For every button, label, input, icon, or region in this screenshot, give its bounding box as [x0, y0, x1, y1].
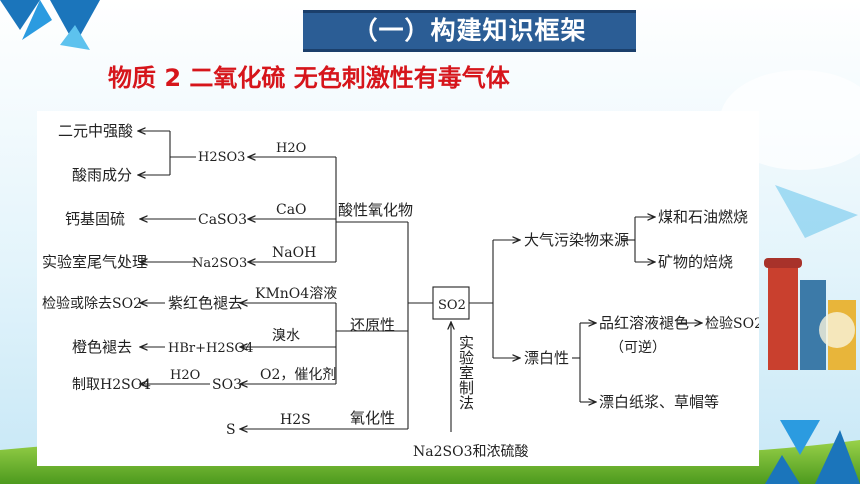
product-caso3: CaSO3: [198, 212, 247, 228]
pollution-label: 大气污染物来源: [524, 231, 629, 249]
reagent-h2o-2: H2O: [170, 368, 200, 383]
acid-oxide-label: 酸性氧化物: [338, 201, 413, 219]
pulp-label: 漂白纸浆、草帽等: [599, 393, 719, 411]
lab-prep-label: 实验室制法: [457, 335, 475, 410]
page-title: （一）构建知识框架: [303, 10, 636, 52]
ore-label: 矿物的焙烧: [658, 253, 733, 271]
reagent-kmno4: KMnO4溶液: [255, 286, 337, 302]
make-h2so4-label: 制取H2SO4: [72, 377, 151, 393]
product-hbr: HBr+H2SO4: [168, 341, 253, 356]
tail-gas-label: 实验室尾气处理: [42, 253, 147, 271]
pinred-label: 品红溶液褪色: [599, 314, 689, 332]
reagent-naoh: NaOH: [272, 245, 316, 261]
corner-triangles-icon: [765, 420, 860, 484]
strong-acid-label: 二元中强酸: [58, 122, 133, 140]
test-so2-label: 检验SO2: [705, 316, 759, 332]
product-s: S: [226, 422, 236, 438]
test-remove-label: 检验或除去SO2: [42, 296, 142, 312]
reagent-h2o: H2O: [276, 141, 306, 156]
page-subtitle: 物质 2 二氧化硫 无色刺激性有毒气体: [108, 64, 510, 92]
calcium-sulfur-label: 钙基固硫: [65, 210, 125, 228]
lab-reagents-label: Na2SO3和浓硫酸: [413, 444, 528, 460]
reagent-h2s: H2S: [280, 412, 311, 428]
reducing-label: 还原性: [350, 316, 395, 334]
diagram-panel: SO2 酸性氧化物 还原性 氧化性 Na2SO3和浓硫酸 实验室制法 H2O C…: [37, 111, 763, 466]
logo-triangles-icon: [0, 0, 100, 50]
oxidizing-label: 氧化性: [350, 409, 395, 427]
product-so3: SO3: [212, 377, 242, 393]
reagent-cao: CaO: [276, 202, 307, 218]
orange-fade-label: 橙色褪去: [72, 338, 132, 356]
purple-fade-label: 紫红色褪去: [168, 294, 243, 312]
bleach-label: 漂白性: [524, 349, 569, 367]
product-h2so3: H2SO3: [198, 150, 245, 165]
knowledge-diagram: SO2 酸性氧化物 还原性 氧化性 Na2SO3和浓硫酸 实验室制法 H2O C…: [42, 122, 763, 460]
product-na2so3: Na2SO3: [192, 256, 247, 271]
reagent-o2: O2，催化剂: [260, 367, 336, 383]
center-label: SO2: [438, 298, 466, 313]
acid-rain-label: 酸雨成分: [72, 166, 132, 184]
reagent-bromine: 溴水: [272, 328, 300, 344]
coal-label: 煤和石油燃烧: [658, 208, 748, 226]
reversible-label: （可逆）: [610, 340, 666, 356]
